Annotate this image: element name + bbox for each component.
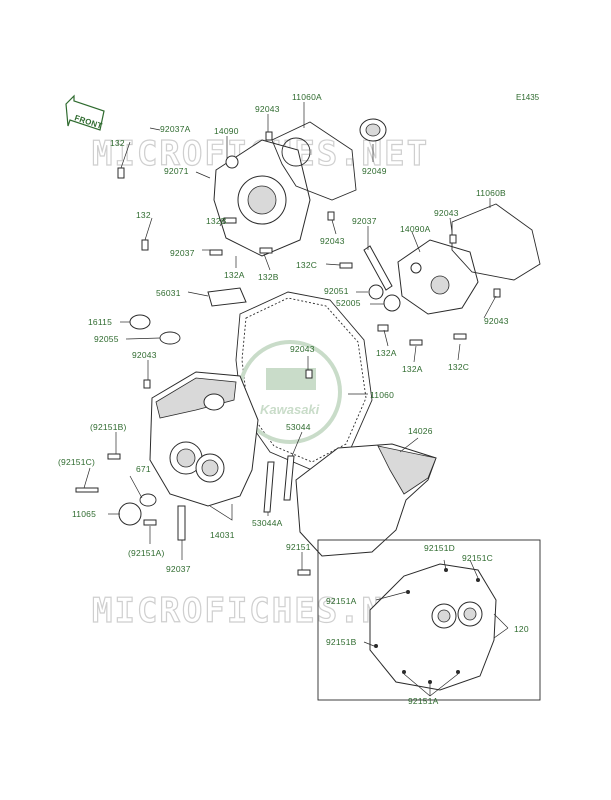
part-labels: 132 92037A 14090 92043 11060A 92071 9204… (58, 92, 529, 706)
label-671: 671 (136, 464, 151, 474)
gasket-11060a (271, 121, 357, 201)
label-14090a: 14090A (400, 224, 431, 234)
label-132a-c: 132A (402, 364, 423, 374)
label-14031: 14031 (210, 530, 235, 540)
label-92043-a: 92043 (255, 104, 280, 114)
svg-text:Kawasaki: Kawasaki (260, 402, 320, 417)
bolts (75, 131, 501, 576)
label-92151c: 92151C (462, 553, 493, 563)
leader-lines (83, 102, 509, 697)
label-92151b-paren: (92151B) (90, 422, 127, 432)
cap-16115 (129, 314, 151, 330)
label-92049: 92049 (362, 166, 387, 176)
plate-56031 (207, 287, 247, 307)
ring-92051 (368, 284, 384, 300)
oil-seal-92049 (359, 118, 387, 142)
label-53044: 53044 (286, 422, 311, 432)
bearing-52005 (383, 294, 401, 312)
diagram-code: E1435 (516, 93, 540, 102)
cover-14090 (213, 139, 311, 257)
label-92055: 92055 (94, 334, 119, 344)
label-92037a: 92037A (160, 124, 191, 134)
label-92071: 92071 (164, 166, 189, 176)
cap-11065 (118, 502, 142, 526)
label-14026: 14026 (408, 426, 433, 436)
dowel-53044 (283, 455, 295, 501)
label-11060: 11060 (370, 390, 394, 400)
front-arrow-icon: FRONT (65, 94, 105, 131)
label-92043-b: 92043 (320, 236, 345, 246)
label-132c-b: 132C (448, 362, 469, 372)
strap-92037 (363, 245, 393, 291)
oring-92055 (159, 331, 181, 345)
label-56031: 56031 (156, 288, 181, 298)
gasket-11060b (451, 203, 541, 281)
label-14090: 14090 (214, 126, 239, 136)
label-92151c-paren: (92151C) (58, 457, 95, 467)
label-132a-b: 132A (376, 348, 397, 358)
cover-detail-120 (369, 563, 497, 691)
dowel-53044a (263, 461, 275, 513)
label-92151b: 92151B (326, 637, 357, 647)
label-53044a: 53044A (252, 518, 283, 528)
label-92051: 92051 (324, 286, 349, 296)
detail-box (317, 539, 541, 701)
label-92151: 92151 (286, 542, 311, 552)
label-11065: 11065 (72, 509, 96, 519)
label-52005: 52005 (336, 298, 361, 308)
label-92037-b: 92037 (352, 216, 377, 226)
label-92043-f: 92043 (290, 344, 315, 354)
label-132b-a: 132B (206, 216, 227, 226)
label-92151a-b: 92151A (408, 696, 439, 706)
label-120: 120 (514, 624, 529, 634)
label-132b-b: 132B (258, 272, 279, 282)
label-92037-a: 92037 (170, 248, 195, 258)
label-92043-c: 92043 (434, 208, 459, 218)
strap-92037-lower (177, 505, 186, 541)
label-92151d: 92151D (424, 543, 455, 553)
label-92037-c: 92037 (166, 564, 191, 574)
label-92043-d: 92043 (484, 316, 509, 326)
label-16115: 16115 (88, 317, 112, 327)
guard-cover-14026 (295, 443, 437, 557)
label-92151a-paren: (92151A) (128, 548, 165, 558)
label-132-b: 132 (136, 210, 151, 220)
label-92151a-a: 92151A (326, 596, 357, 606)
oring-671 (139, 493, 157, 507)
label-132c-a: 132C (296, 260, 317, 270)
label-132a-a: 132A (224, 270, 245, 280)
label-132-a: 132 (110, 138, 125, 148)
cover-14090a (397, 239, 479, 315)
crankcase-cover-14031 (149, 371, 259, 507)
label-92043-e: 92043 (132, 350, 157, 360)
label-11060a: 11060A (292, 92, 322, 102)
label-11060b: 11060B (476, 188, 506, 198)
